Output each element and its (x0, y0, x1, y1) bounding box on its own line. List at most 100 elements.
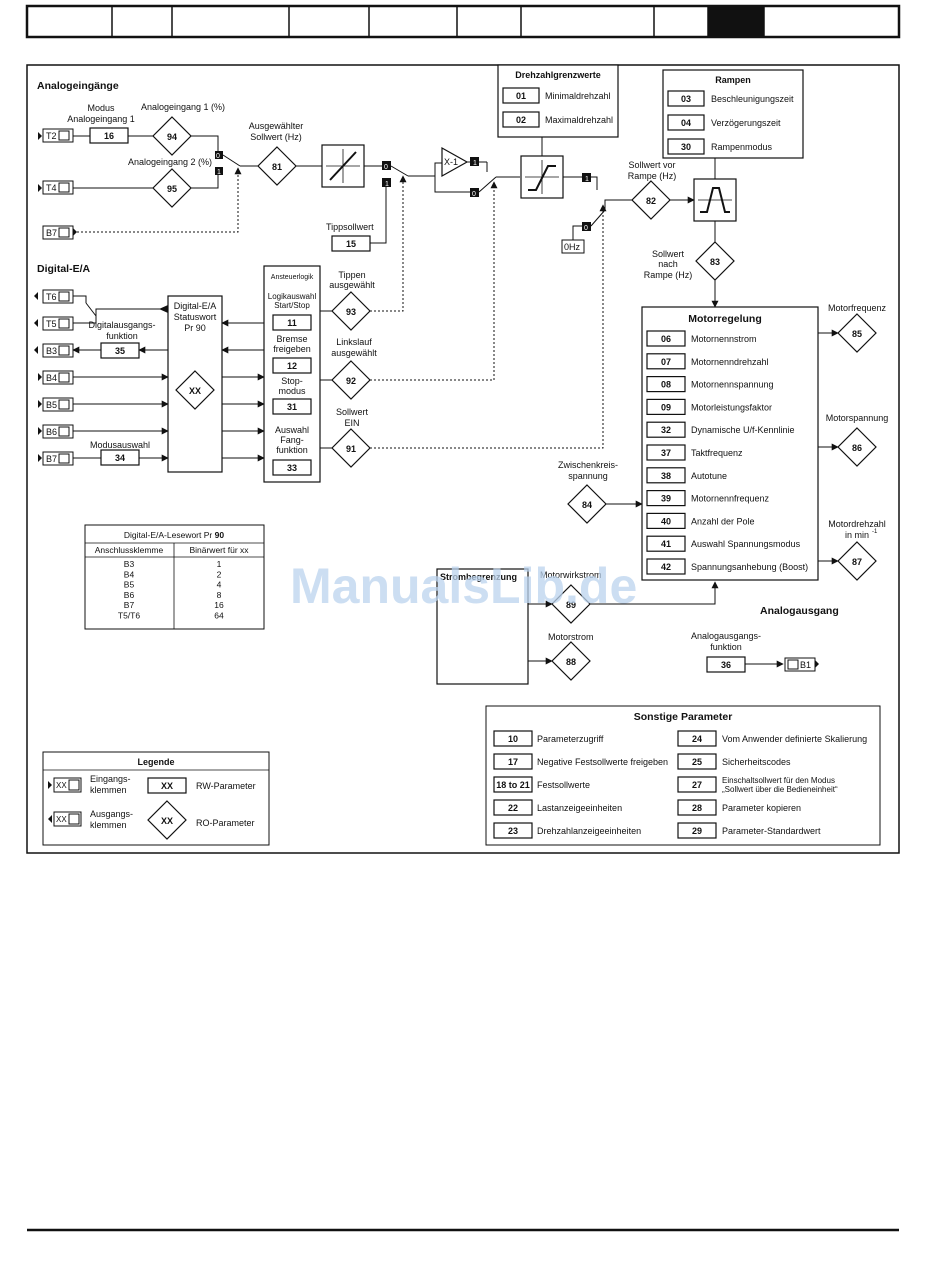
param-box-12[interactable] (272, 357, 312, 374)
terminal-b4[interactable]: B4 (38, 370, 74, 385)
motor-speed-label-2: in min (845, 530, 869, 540)
svg-text:1: 1 (385, 181, 389, 188)
run-label-2: EIN (344, 418, 359, 428)
param-box-40[interactable] (646, 512, 686, 530)
svg-text:89: 89 (566, 600, 576, 610)
terminal-b3[interactable]: B3 (34, 343, 74, 358)
param-box-other-left[interactable] (493, 730, 533, 747)
param-diamond-84[interactable] (567, 484, 607, 524)
other-param-label: Negative Festsollwerte freigeben (537, 757, 668, 767)
param-diamond-94[interactable] (152, 116, 192, 156)
param-box-32[interactable] (646, 421, 686, 438)
param-diamond-87[interactable] (837, 541, 877, 581)
param-box-other-right[interactable] (677, 799, 717, 816)
svg-text:86: 86 (852, 443, 862, 453)
svg-text:Beschleunigungszeit: Beschleunigungszeit (711, 94, 794, 104)
svg-text:XX: XX (56, 781, 67, 790)
param-box-other-left[interactable] (493, 753, 533, 770)
motor-param-number: 07 (661, 357, 671, 367)
param-diamond-88[interactable] (551, 641, 591, 681)
svg-text:Ausgangs-: Ausgangs- (90, 809, 133, 819)
param-box-02[interactable] (502, 111, 540, 128)
param-box-11[interactable] (272, 314, 312, 331)
terminal-t4[interactable]: T4 (38, 180, 74, 195)
param-box-03[interactable] (667, 90, 705, 107)
svg-text:84: 84 (582, 500, 592, 510)
svg-text:92: 92 (346, 376, 356, 386)
svg-text:XX: XX (189, 386, 201, 396)
analog-output-section: Analogausgangs- funktion 36 B1 (691, 631, 819, 673)
terminal-b6[interactable]: B6 (38, 424, 74, 439)
param-diamond-91[interactable] (331, 428, 371, 468)
param-box-other-left[interactable] (493, 822, 533, 839)
other-param-number: 28 (692, 803, 702, 813)
svg-text:03: 03 (681, 94, 691, 104)
motor-freq-label: Motorfrequenz (828, 303, 887, 313)
svg-text:Ansteuerlogik: Ansteuerlogik (271, 274, 314, 281)
terminal-b7-digital[interactable]: B7 (38, 451, 74, 466)
selected-ref-label-2: Sollwert (Hz) (250, 132, 302, 142)
other-param-number: 25 (692, 757, 702, 767)
other-param-label: Sicherheitscodes (722, 757, 791, 767)
param-box-other-right[interactable] (677, 776, 717, 793)
param-box-31[interactable] (272, 398, 312, 415)
diagram-frame (26, 64, 900, 854)
motor-param-label: Motornennstrom (691, 334, 757, 344)
svg-text:31: 31 (287, 402, 297, 412)
svg-text:12: 12 (287, 361, 297, 371)
terminal-b5[interactable]: B5 (38, 397, 74, 412)
param-box-09[interactable] (646, 398, 686, 415)
terminal-t5[interactable]: T5 (34, 316, 74, 331)
svg-text:Digital-E/A: Digital-E/A (174, 301, 217, 311)
param-box-other-left[interactable] (493, 776, 533, 793)
param-box-other-right[interactable] (677, 730, 717, 747)
svg-text:1: 1 (217, 169, 221, 176)
svg-text:0: 0 (216, 153, 220, 160)
motor-param-number: 09 (661, 402, 671, 412)
table-cell-terminal: B7 (124, 600, 135, 610)
param-diamond-92[interactable] (331, 360, 371, 400)
param-diamond-89[interactable] (551, 584, 591, 624)
legend-ro-diamond (147, 800, 187, 840)
table-cell-value: 8 (217, 590, 222, 600)
post-ramp-label-2: nach (658, 259, 678, 269)
terminal-t2[interactable]: T2 (38, 128, 74, 143)
param-box-other-right[interactable] (677, 753, 717, 770)
terminal-b7-analog[interactable]: B7 (42, 225, 77, 240)
active-current-label: Motorwirkstrom (540, 570, 602, 580)
nav-tab-active[interactable] (708, 6, 764, 37)
param-box-other-left[interactable] (493, 799, 533, 816)
param-diamond-90[interactable] (175, 370, 215, 410)
param-diamond-86[interactable] (837, 427, 877, 467)
svg-text:1: 1 (585, 176, 589, 183)
svg-text:0: 0 (472, 191, 476, 198)
param-box-01[interactable] (502, 87, 540, 104)
svg-text:freigeben: freigeben (273, 344, 311, 354)
param-diamond-93[interactable] (331, 291, 371, 331)
param-diamond-82[interactable] (631, 180, 671, 220)
param-box-42[interactable] (646, 558, 686, 575)
param-box-33[interactable] (272, 459, 312, 476)
param-box-06[interactable] (646, 330, 686, 347)
param-box-39[interactable] (646, 490, 686, 507)
table-col-terminal: Anschlussklemme (95, 545, 164, 555)
param-diamond-85[interactable] (837, 313, 877, 353)
terminal-t6[interactable]: T6 (34, 289, 74, 304)
param-box-08[interactable] (646, 376, 686, 393)
terminal-b1[interactable]: B1 (784, 657, 819, 672)
motor-param-label: Motornenndrehzahl (691, 357, 769, 367)
svg-text:XX: XX (56, 815, 67, 824)
param-box-04[interactable] (667, 114, 705, 131)
param-diamond-81[interactable] (257, 146, 297, 186)
motor-param-number: 06 (661, 334, 671, 344)
motor-param-number: 32 (661, 425, 671, 435)
param-diamond-95[interactable] (152, 168, 192, 208)
param-box-41[interactable] (646, 535, 686, 552)
param-box-38[interactable] (646, 467, 686, 484)
ai1-label: Analogeingang 1 (%) (141, 102, 225, 112)
param-box-07[interactable] (646, 353, 686, 370)
param-box-30[interactable] (667, 138, 705, 155)
param-box-37[interactable] (646, 444, 686, 461)
param-box-other-right[interactable] (677, 822, 717, 839)
